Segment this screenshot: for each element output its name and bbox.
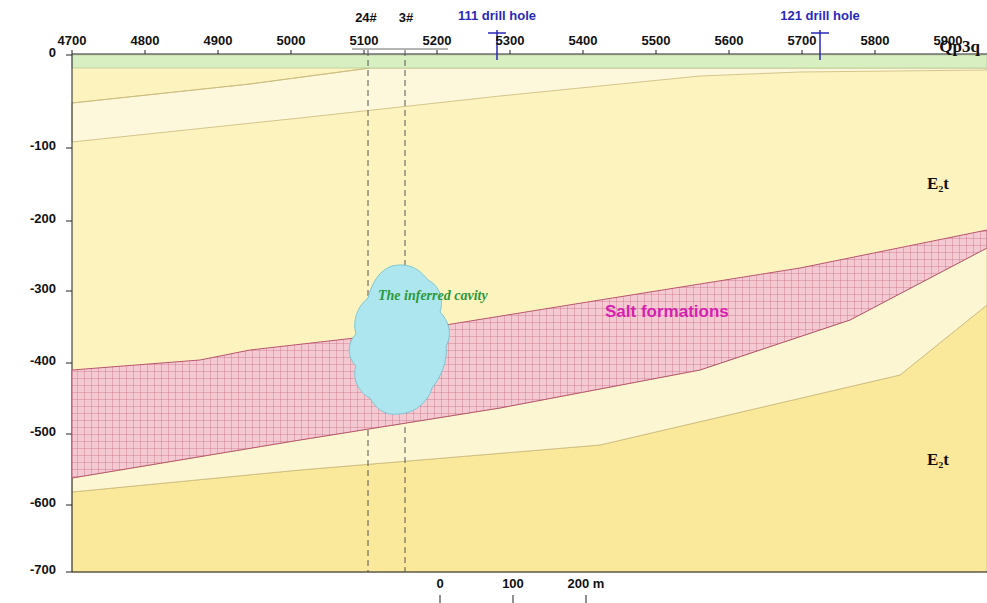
axis-number: 5800 [861,34,890,49]
axis-number: 4700 [58,34,87,49]
inferred-cavity-label: The inferred cavity [378,288,488,304]
depth-number: -200 [30,212,56,227]
well-trace [405,50,406,285]
stratum-code: Qp3q [939,37,980,57]
salt-formation: Salt formations [72,226,987,494]
drill-hole-name: 121 drill hole [780,9,859,24]
axis-number: 5200 [423,34,452,49]
drill-hole-name: 111 drill hole [458,9,536,24]
depth-number: -700 [30,563,56,578]
stratum-code: E₂t [927,174,949,194]
salt-formation-label: Salt formations [605,302,729,322]
axis-number: 4800 [131,34,160,49]
inferred-cavity-outline [348,262,510,420]
scale-bar [440,595,586,603]
well-bracket [352,49,448,50]
scale-number: 200 m [568,577,605,592]
well-name: 24# [355,11,377,26]
well-name: 3# [399,11,413,26]
stratum-code: E₂t [927,450,949,470]
axis-number: 5500 [642,34,671,49]
inferred-cavity: The inferred cavity [348,262,510,420]
axis-number: 5400 [569,34,598,49]
inferred-cavity-shape [349,265,449,414]
axis-number: 4900 [204,34,233,49]
quaternary-band [72,55,987,68]
depth-number: -500 [30,425,56,440]
axis-number: 5100 [350,34,379,49]
depth-number: -400 [30,354,56,369]
axis-number: 5300 [496,34,525,49]
upper-formation [72,55,987,572]
depth-number: 0 [49,46,56,61]
scale-number: 100 [502,577,524,592]
axis-number: 5700 [788,34,817,49]
depth-number: -600 [30,496,56,511]
depth-number: -100 [30,139,56,154]
salt-formation-outline [72,226,987,494]
axes [72,54,987,572]
axis-number: 5000 [277,34,306,49]
axis-number: 5600 [715,34,744,49]
scale-number: 0 [436,577,443,592]
drill-hole-marker [488,30,829,60]
pale-lens [72,68,987,142]
depth-number: -300 [30,282,56,297]
salt-formation-shape [72,230,987,478]
